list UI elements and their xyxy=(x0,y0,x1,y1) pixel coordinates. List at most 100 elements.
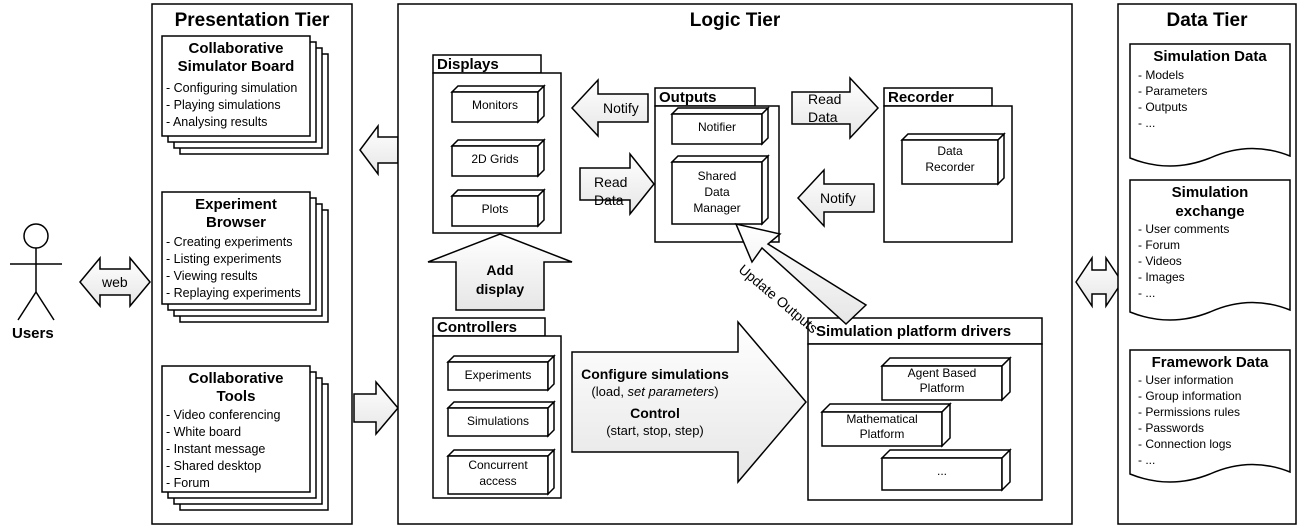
doc-2-item: - Images xyxy=(1138,270,1185,284)
outputs-title: Outputs xyxy=(659,89,717,106)
driver-module-line: Platform xyxy=(919,381,965,395)
board-3-item: - Forum xyxy=(166,476,210,490)
board-3-pages xyxy=(161,365,329,511)
display-module-monitors: Monitors xyxy=(471,98,518,112)
doc-3-item: - Passwords xyxy=(1138,421,1205,435)
board-1-pages xyxy=(161,35,329,155)
web-label: web xyxy=(102,274,128,290)
board-2-title-line-1: Experiment xyxy=(195,196,277,213)
doc-2-item: - Videos xyxy=(1138,254,1182,268)
board-3-item: - Video conferencing xyxy=(166,408,281,422)
output-module-line: Data xyxy=(704,185,730,199)
doc-1-item: - ... xyxy=(1138,116,1156,130)
controller-module-line: Concurrent xyxy=(468,458,528,472)
doc-1-item: - Outputs xyxy=(1138,100,1188,114)
doc-simulation-exchange xyxy=(1129,179,1291,321)
controller-modules xyxy=(446,354,556,496)
board-1-title-line-1: Collaborative xyxy=(188,40,284,57)
presentation-to-logic-arrow xyxy=(353,379,399,437)
doc-3-item: - User information xyxy=(1138,373,1234,387)
configure-close-paren: ) xyxy=(714,384,719,399)
output-module-line: Shared xyxy=(697,169,737,183)
read-data-out-arrow xyxy=(791,76,880,140)
controllers-title: Controllers xyxy=(437,319,518,336)
display-module-2d-grids: 2D Grids xyxy=(471,152,519,166)
display-modules xyxy=(450,84,546,228)
output-modules xyxy=(670,106,770,226)
configure-label: Configure simulations xyxy=(581,366,729,382)
configure-set-parameters-text: set parameters xyxy=(627,384,715,399)
read-data-in-label: Data xyxy=(594,192,624,208)
users-label: Users xyxy=(12,325,54,342)
board-3-title-line-2: Tools xyxy=(216,388,256,405)
doc-framework-data xyxy=(1129,349,1291,483)
driver-module-line: Platform xyxy=(859,427,905,441)
configure-load-text: (load, xyxy=(591,384,628,399)
web-double-arrow xyxy=(79,255,151,309)
control-label: Control xyxy=(630,405,680,421)
recorder-module-line: Recorder xyxy=(925,160,975,174)
read-data-out-label: Read xyxy=(808,91,842,107)
doc-2-title-line: Simulation xyxy=(1171,184,1249,201)
doc-3-item: - ... xyxy=(1138,453,1156,467)
notify-right-arrow xyxy=(796,168,875,228)
doc-2-title-line: exchange xyxy=(1175,203,1245,220)
doc-2-item: - ... xyxy=(1138,286,1156,300)
display-module-plots: Plots xyxy=(481,202,509,216)
notify-left-label: Notify xyxy=(603,100,639,116)
driver-modules xyxy=(820,356,1012,492)
board-3-item: - Shared desktop xyxy=(166,459,262,473)
doc-simulation-data xyxy=(1129,43,1291,167)
recorder-module-line: Data xyxy=(937,144,963,158)
controller-module-line: access xyxy=(479,474,517,488)
drivers-title: Simulation platform drivers xyxy=(816,323,1012,340)
add-display-label: display xyxy=(475,281,525,297)
board-1-title-line-2: Simulator Board xyxy=(177,58,295,75)
board-1-item: - Configuring simulation xyxy=(166,81,298,95)
configure-arrow xyxy=(571,319,807,485)
doc-3-item: - Group information xyxy=(1138,389,1242,403)
doc-3-title: Framework Data xyxy=(1151,354,1269,371)
board-2-item: - Viewing results xyxy=(166,269,258,283)
board-2-pages xyxy=(161,191,329,323)
read-data-in-arrow xyxy=(579,151,655,217)
doc-3-item: - Permissions rules xyxy=(1138,405,1241,419)
add-display-label: Add xyxy=(486,262,514,278)
logic-tier-title: Logic Tier xyxy=(689,10,781,31)
notify-left-arrow xyxy=(570,78,649,138)
recorder-title: Recorder xyxy=(888,89,954,106)
notify-right-label: Notify xyxy=(820,190,856,206)
driver-module-line: ... xyxy=(936,464,947,478)
board-3-title-line-1: Collaborative xyxy=(188,370,284,387)
output-module-line: Manager xyxy=(693,201,741,215)
doc-1-item: - Models xyxy=(1138,68,1185,82)
add-display-arrow xyxy=(427,233,573,311)
driver-module-line: Mathematical xyxy=(846,412,918,426)
displays-title: Displays xyxy=(437,56,499,73)
board-2-item: - Creating experiments xyxy=(166,235,293,249)
board-2-item: - Replaying experiments xyxy=(166,286,301,300)
read-data-in-label: Read xyxy=(594,174,628,190)
data-tier-title: Data Tier xyxy=(1166,10,1248,31)
logic-to-presentation-arrow xyxy=(359,123,399,177)
board-2-title-line-2: Browser xyxy=(205,214,267,231)
board-1-item: - Analysing results xyxy=(166,115,268,129)
doc-1-title: Simulation Data xyxy=(1153,48,1267,65)
board-3-item: - Instant message xyxy=(166,442,266,456)
presentation-tier-title: Presentation Tier xyxy=(174,10,330,31)
doc-2-item: - Forum xyxy=(1138,238,1180,252)
doc-3-item: - Connection logs xyxy=(1138,437,1232,451)
update-outputs-arrow xyxy=(734,222,868,326)
driver-module-line: Agent Based xyxy=(907,366,977,380)
doc-1-item: - Parameters xyxy=(1138,84,1208,98)
board-2-item: - Listing experiments xyxy=(166,252,282,266)
output-module-notifier: Notifier xyxy=(697,120,736,134)
controller-module-simulations: Simulations xyxy=(466,414,530,428)
configure-sublabel: (load, set parameters) xyxy=(572,384,738,400)
logic-data-double-arrow xyxy=(1075,255,1123,309)
controller-module-experiments: Experiments xyxy=(464,368,532,382)
board-3-item: - White board xyxy=(166,425,242,439)
recorder-module xyxy=(900,132,1006,186)
read-data-out-label: Data xyxy=(808,109,838,125)
